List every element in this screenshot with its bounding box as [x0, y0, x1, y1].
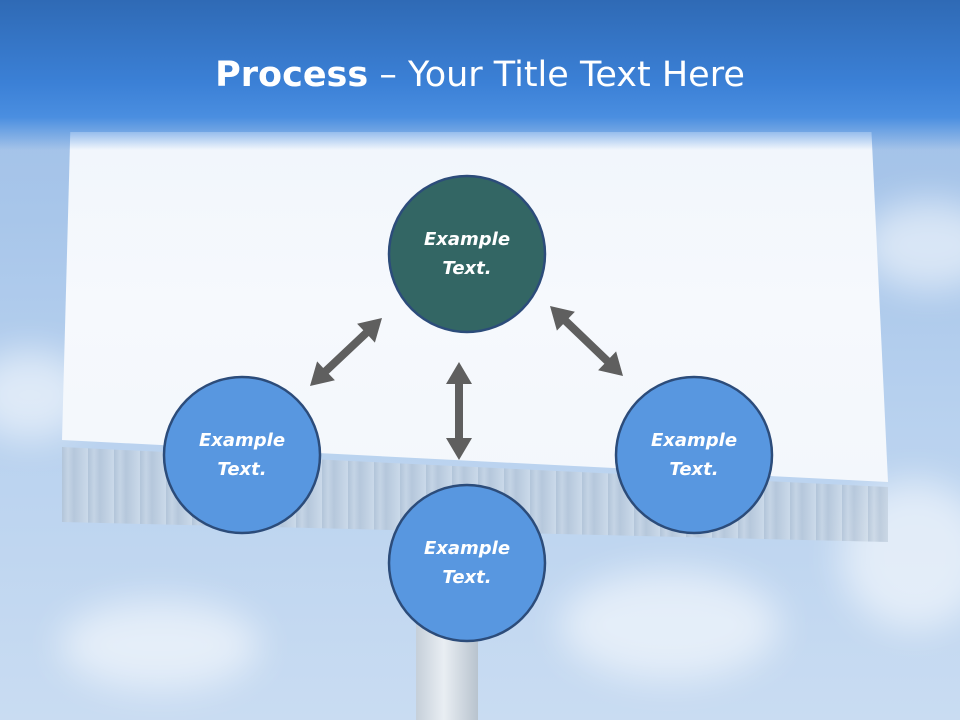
node-bottom-label: Example Text.	[423, 538, 511, 588]
node-left-circle[interactable]	[162, 375, 322, 535]
node-top-label: Example Text.	[423, 229, 511, 279]
node-bottom-circle[interactable]	[387, 483, 547, 643]
title-bold: Process	[215, 55, 369, 95]
slide-title: Process – Your Title Text Here	[0, 52, 960, 98]
node-right-label: Example Text.	[650, 430, 738, 480]
cloud	[60, 600, 260, 690]
node-left-label: Example Text.	[198, 430, 286, 480]
node-right-circle[interactable]	[614, 375, 774, 535]
arrow-top-left	[310, 318, 382, 386]
title-bar	[0, 0, 960, 150]
arrow-top-right	[550, 306, 623, 376]
cloud	[560, 570, 780, 680]
arrow-top-bottom	[446, 362, 472, 460]
title-rest: – Your Title Text Here	[368, 55, 745, 95]
node-top-circle[interactable]	[387, 174, 547, 334]
